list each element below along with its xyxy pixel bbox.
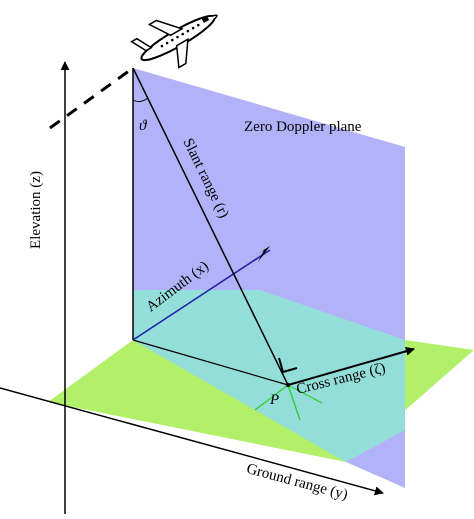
green-line-1	[287, 384, 301, 421]
point-p-marker	[286, 383, 290, 387]
airplane-icon	[130, 14, 218, 69]
ground-range-axis	[0, 387, 384, 496]
point-p-label: P	[269, 392, 279, 408]
dashed-altitude-line	[49, 66, 134, 130]
green-line-2	[254, 384, 289, 411]
elevation-label: Elevation (z)	[28, 171, 44, 249]
theta-label: ϑ	[139, 118, 148, 134]
cross-range-axis	[287, 346, 415, 386]
azimuth-axis	[132, 249, 271, 341]
ground-baseline	[132, 339, 289, 386]
ground-range-label: Ground range (y)	[245, 461, 350, 503]
teal-region	[133, 290, 405, 462]
slant-range-line	[132, 67, 289, 386]
zero-doppler-plane-label: Zero Doppler plane	[244, 119, 362, 135]
right-angle-marker	[278, 357, 298, 374]
theta-angle-arc	[132, 97, 149, 103]
green-line-3	[287, 384, 323, 404]
azimuth-arrow-icon	[254, 246, 270, 262]
